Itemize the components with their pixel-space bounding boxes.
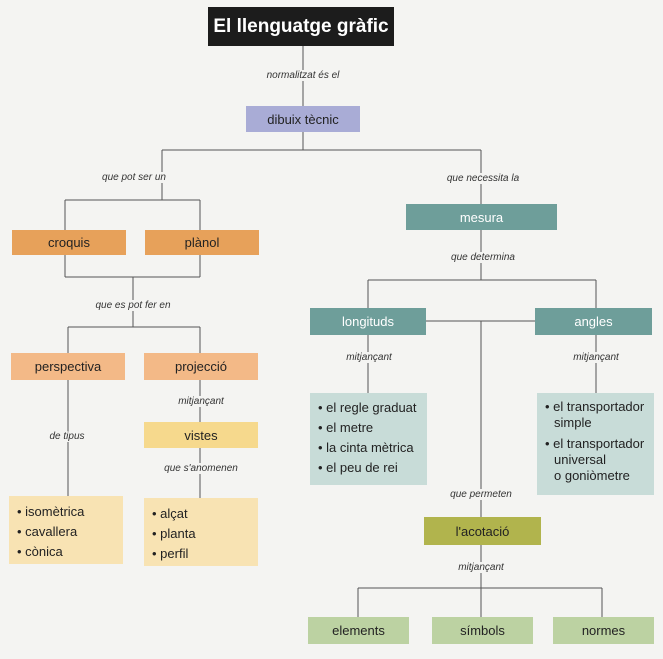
list-item: el metre — [318, 418, 419, 438]
list-item: el regle graduat — [318, 398, 419, 418]
node-vistes: vistes — [144, 422, 258, 448]
connector-determina: que determina — [449, 252, 517, 263]
node-angles: angles — [535, 308, 652, 335]
list-item: el transportador — [545, 398, 646, 415]
node-longituds: longituds — [310, 308, 426, 335]
list-vistes-noms: alçat planta perfil — [144, 498, 258, 566]
connector-de-tipus: de tipus — [47, 431, 87, 442]
list-item: perfil — [152, 544, 250, 564]
list-perspectiva-tipus: isomètrica cavallera cònica — [9, 496, 123, 564]
node-elements: elements — [308, 617, 409, 644]
node-planol: plànol — [145, 230, 259, 255]
list-item: el transportador — [545, 435, 646, 452]
list-item: cònica — [17, 542, 115, 562]
node-acotacio: l'acotació — [424, 517, 541, 545]
node-simbols: símbols — [432, 617, 533, 644]
connector-mitjancant-angles: mitjançant — [571, 352, 621, 363]
node-mesura: mesura — [406, 204, 557, 230]
connector-permeten: que permeten — [448, 489, 514, 500]
list-item: cavallera — [17, 522, 115, 542]
node-croquis: croquis — [12, 230, 126, 255]
list-item: planta — [152, 524, 250, 544]
list-item: el peu de rei — [318, 458, 419, 478]
node-normes: normes — [553, 617, 654, 644]
connector-mitjancant-projeccio: mitjançant — [176, 396, 226, 407]
connector-normalitzat: normalitzat és el — [264, 70, 342, 81]
list-angles-instruments: el transportador simple el transportador… — [537, 393, 654, 495]
connector-mitjancant-acotacio: mitjançant — [456, 562, 506, 573]
list-item-continuation: universal — [554, 452, 607, 467]
node-projeccio: projecció — [144, 353, 258, 380]
node-perspectiva: perspectiva — [11, 353, 125, 380]
list-item: alçat — [152, 504, 250, 524]
list-item: isomètrica — [17, 502, 115, 522]
node-dibuix-tecnic: dibuix tècnic — [246, 106, 360, 132]
list-item: la cinta mètrica — [318, 438, 419, 458]
connector-pot-ser-un: que pot ser un — [100, 172, 168, 183]
connector-anomenen: que s'anomenen — [162, 463, 240, 474]
list-item-continuation: o goniòmetre — [554, 468, 630, 483]
list-item-continuation: simple — [554, 415, 592, 430]
connector-mitjancant-longituds: mitjançant — [344, 352, 394, 363]
list-longituds-instruments: el regle graduat el metre la cinta mètri… — [310, 393, 427, 485]
connector-necessita: que necessita la — [444, 173, 522, 184]
diagram-title: El llenguatge gràfic — [208, 7, 394, 46]
connector-es-pot-fer-en: que es pot fer en — [93, 300, 173, 311]
